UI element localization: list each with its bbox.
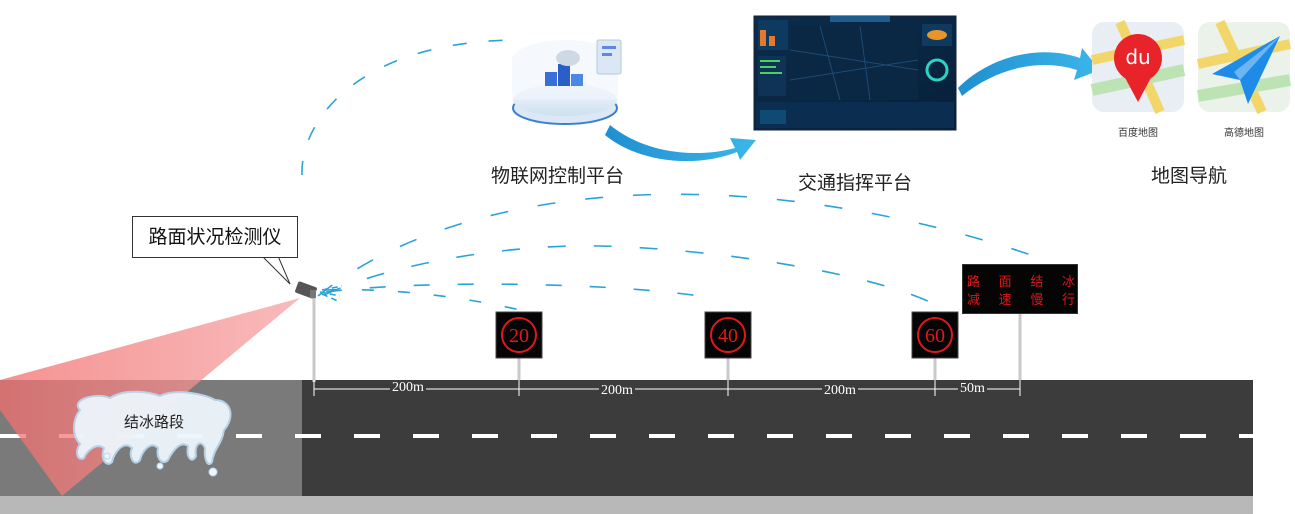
baidu-icon-text: du [1125,45,1150,69]
speed-limit-value: 60 [925,325,945,347]
arrow-traffic-to-map [958,48,1100,96]
speed-sign-60: 60 [911,311,959,359]
amap-icon[interactable] [1196,19,1292,115]
distance-label-3: 200m [822,383,858,399]
vms-char: 行 [1061,293,1075,308]
vms-char: 速 [998,293,1012,308]
iot-platform-icon [512,39,622,125]
iot-platform-label: 物联网控制平台 [491,165,625,187]
distance-label-4: 50m [958,381,987,397]
map-nav-label: 地图导航 [1151,165,1228,187]
speed-sign-20: 20 [495,311,543,359]
amap-label[interactable]: 高德地图 [1224,128,1264,139]
baidu-map-label[interactable]: 百度地图 [1118,128,1158,139]
distance-label-2: 200m [599,383,635,399]
variable-message-sign: 路 面 结 冰 减 速 慢 行 [962,264,1078,314]
vms-char: 冰 [1061,275,1075,290]
ice-icon [73,390,232,477]
speed-limit-value: 20 [509,325,529,347]
vms-char: 面 [998,275,1012,290]
wireless-signal-arcs [301,39,1041,311]
detector-callout: 路面状况检测仪 [132,216,298,258]
sign-posts [517,312,1022,380]
baidu-map-icon[interactable]: du [1090,19,1186,115]
road-condition-detector [295,281,317,382]
vms-char: 路 [967,275,981,290]
speed-limit-signs: 20 40 60 [495,311,959,359]
vms-line-1: 路 面 结 冰 [967,271,1075,290]
vms-char: 慢 [1030,293,1044,308]
traffic-platform-label: 交通指挥平台 [798,172,913,194]
icy-section-label: 结冰路段 [124,413,185,431]
arrow-iot-to-traffic [605,125,756,162]
speed-sign-40: 40 [704,311,752,359]
speed-limit-value: 40 [718,325,738,347]
distance-ruler [313,380,1021,396]
vms-char: 减 [967,293,981,308]
vms-line-2: 减 速 慢 行 [967,289,1075,308]
vms-char: 结 [1030,275,1044,290]
callout-pointer [260,255,291,285]
traffic-command-screen [753,15,957,131]
distance-label-1: 200m [390,380,426,396]
road-shoulder [0,496,1253,514]
